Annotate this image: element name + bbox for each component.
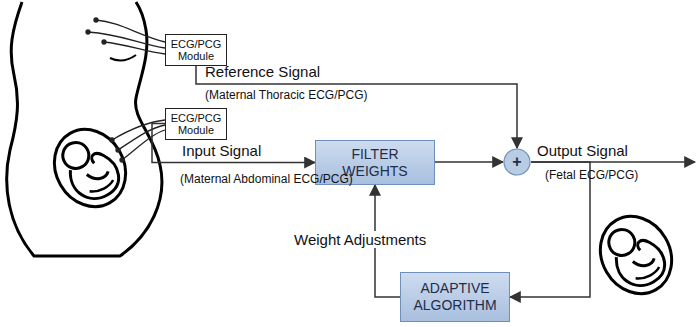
signal-note: (Maternal Thoracic ECG/PCG): [205, 88, 368, 102]
signal-name: Input Signal: [182, 142, 261, 159]
module-box: ECG/PCG Module: [165, 34, 227, 66]
signal-connector: [435, 161, 503, 163]
abdominal-wires: [110, 120, 165, 162]
womb-fetus: [41, 116, 140, 219]
signal-note: (Fetal ECG/PCG): [545, 168, 638, 182]
signal-name: Output Signal: [537, 142, 628, 159]
node-text: +: [512, 153, 521, 171]
signal-name: Reference Signal: [205, 63, 320, 80]
node-text: ADAPTIVE ALGORITHM: [409, 280, 501, 314]
body-outline: [7, 2, 162, 256]
fetus-icon: [587, 203, 686, 306]
thoracic-wires: [86, 18, 165, 54]
node-text: ECG/PCG Module: [170, 112, 222, 136]
signal-name: Weight Adjustments: [292, 231, 428, 248]
chest-line: [110, 55, 136, 61]
node-text: ECG/PCG Module: [170, 38, 222, 62]
module-box: ECG/PCG Module: [165, 108, 227, 140]
signal-note: (Maternal Abdominal ECG/PCG): [180, 172, 353, 186]
summing-junction: +: [503, 148, 531, 176]
process-box: ADAPTIVE ALGORITHM: [400, 272, 510, 322]
signal-connector: [510, 162, 590, 297]
